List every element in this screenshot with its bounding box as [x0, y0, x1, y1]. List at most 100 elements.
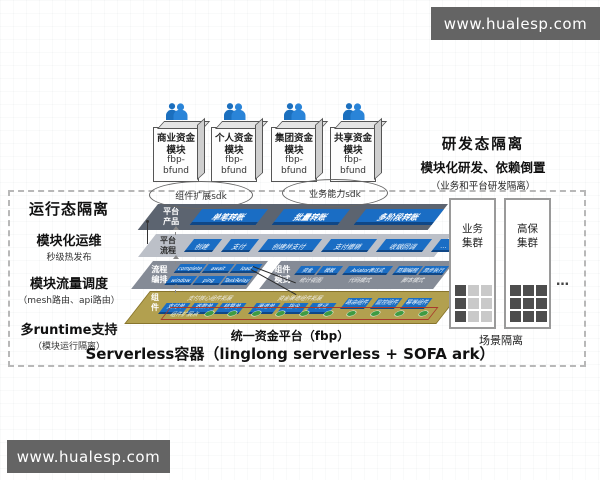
runtime-item-label: 模块流量调度: [29, 277, 108, 292]
component-box: 模板: [316, 266, 344, 275]
extension-point-dot: [369, 311, 382, 316]
product-box: 多阶段转账: [353, 209, 445, 225]
module-title: 商业资金模块: [157, 133, 196, 157]
sdk-oval-extension: 组件扩展sdk: [149, 181, 253, 209]
users-icon: [163, 102, 189, 124]
runtime-item-sub: 秒级热发布: [46, 253, 92, 263]
process-box: 创建: [183, 239, 223, 252]
cluster-high-availability: 高保集群: [504, 198, 551, 329]
users-icon: [281, 102, 307, 124]
group-caption: 脚本模式: [399, 278, 426, 284]
flow-box: TaskRelay: [220, 276, 254, 285]
cluster-grid-cell: [481, 311, 492, 322]
runtime-item-sub: （mesh路由、api路由）: [18, 296, 120, 306]
platform-title: 统一资金平台（fbp）: [230, 329, 350, 343]
cluster-grid-cell: [510, 285, 521, 296]
connector-line: [146, 220, 149, 244]
module-code: fbp-bfund: [162, 154, 189, 176]
cluster-business: 业务集群: [449, 198, 496, 329]
group-caption: 代码模式: [346, 278, 373, 284]
layer-label: 流程编排: [151, 265, 168, 284]
cluster-grid-cell: [536, 311, 547, 322]
runtime-isolation-title: 运行态隔离: [28, 200, 109, 218]
watermark-bottom: www.hualesp.com: [7, 440, 170, 473]
users-icon: [221, 102, 247, 124]
scene-isolation-caption: 场景隔离: [479, 334, 523, 347]
cluster-grid-cell: [455, 298, 466, 309]
process-box: 收银回调: [375, 239, 433, 252]
process-box: 支付撤销: [320, 239, 378, 252]
component-box: 异步执行: [418, 266, 450, 275]
serverless-subtitle: Serverless容器（linglong serverless + SOFA …: [85, 345, 495, 363]
extension-point-dot: [226, 311, 239, 316]
users-icon: [340, 102, 366, 124]
runtime-item-sub: （模块运行隔离）: [32, 342, 105, 352]
cluster-title: 业务集群: [462, 223, 483, 250]
cluster-grid-cell: [481, 298, 492, 309]
product-box: 单笔转账: [189, 209, 269, 225]
extension-dots: [202, 311, 430, 316]
dev-isolation-line2: （业务和平台研发隔离）: [430, 181, 536, 192]
runtime-item-label: 模块化运维: [36, 234, 102, 249]
module-box-personal: 个人资金模块 fbp-bfund: [211, 103, 257, 182]
module-box-group: 集团资金模块 fbp-bfund: [271, 103, 317, 182]
module-box-commercial: 商业资金模块 fbp-bfund: [153, 103, 199, 182]
group-caption: 统计视图: [297, 278, 324, 284]
cluster-grid-cell: [455, 311, 466, 322]
process-box: 支付: [220, 239, 260, 252]
layer-up-arrow: [173, 284, 179, 293]
layer-label: 组件: [151, 292, 160, 312]
module-title: 共享资金模块: [334, 133, 373, 157]
module-code: fbp-bfund: [339, 154, 366, 176]
watermark-top: www.hualesp.com: [431, 7, 600, 40]
module-code: fbp-bfund: [220, 154, 247, 176]
extension-point-strip: 组件扩展点: [160, 307, 439, 320]
cluster-grid-cell: [536, 298, 547, 309]
extension-point-dot: [393, 311, 406, 316]
layer-platform-process: 平台流程 创建 支付 创建并支付 支付撤销 收银回调 …: [138, 234, 460, 257]
more-clusters-ellipsis: …: [556, 274, 570, 289]
cluster-grid-cell: [510, 298, 521, 309]
extension-point-dot: [202, 311, 215, 316]
layer-components: 组件 支付核心组件拓展 支付单 收款单 结算单 资金渠道组件拓展 渠道单 指令 …: [124, 291, 462, 324]
group-caption: 支付核心组件拓展: [185, 295, 235, 302]
layer-up-arrow: [173, 226, 179, 235]
cluster-grid-cell: [468, 285, 479, 296]
extension-point-dot: [417, 311, 430, 316]
sdk-oval-business: 业务能力sdk: [282, 179, 388, 207]
dev-isolation-panel: 研发态隔离 模块化研发、依赖倒置 （业务和平台研发隔离）: [383, 133, 583, 192]
component-box: Aviator表达式: [342, 266, 394, 275]
cluster-grid: [510, 285, 547, 322]
runtime-item-label: 多runtime支持: [20, 323, 118, 338]
extension-point-dot: [274, 311, 287, 316]
extension-point-dot: [322, 311, 335, 316]
group-caption: 资金渠道组件拓展: [275, 295, 325, 302]
cluster-grid-cell: [481, 285, 492, 296]
cluster-grid-cell: [523, 298, 534, 309]
component-mode-group: Aviator表达式 代码模式: [335, 266, 394, 284]
cluster-grid-cell: [468, 311, 479, 322]
runtime-isolation-panel: 运行态隔离 模块化运维 秒级热发布 模块流量调度 （mesh路由、api路由） …: [10, 198, 128, 352]
extension-point-dot: [345, 311, 358, 316]
product-box: 批量转账: [271, 209, 351, 225]
module-box-shared: 共享资金模块 fbp-bfund: [330, 103, 376, 182]
cluster-grid-cell: [523, 311, 534, 322]
extension-point-dot: [250, 311, 263, 316]
cluster-title: 高保集群: [517, 223, 538, 250]
cluster-grid-cell: [468, 298, 479, 309]
layer-up-arrow: [173, 255, 179, 264]
strip-label: 组件扩展点: [168, 311, 201, 318]
cluster-grid-cell: [510, 311, 521, 322]
extension-point-dot: [298, 311, 311, 316]
module-title: 个人资金模块: [215, 133, 254, 157]
cluster-grid-cell: [536, 285, 547, 296]
layer-flow-orchestration: 流程编排 complete await load window ping Tas…: [131, 258, 455, 292]
cluster-grid: [455, 285, 492, 322]
process-box: 创建并支付: [257, 239, 323, 252]
cluster-grid-cell: [455, 285, 466, 296]
module-title: 集团资金模块: [275, 133, 314, 157]
cluster-grid-cell: [523, 285, 534, 296]
dev-isolation-title: 研发态隔离: [441, 137, 525, 153]
module-code: fbp-bfund: [280, 154, 307, 176]
